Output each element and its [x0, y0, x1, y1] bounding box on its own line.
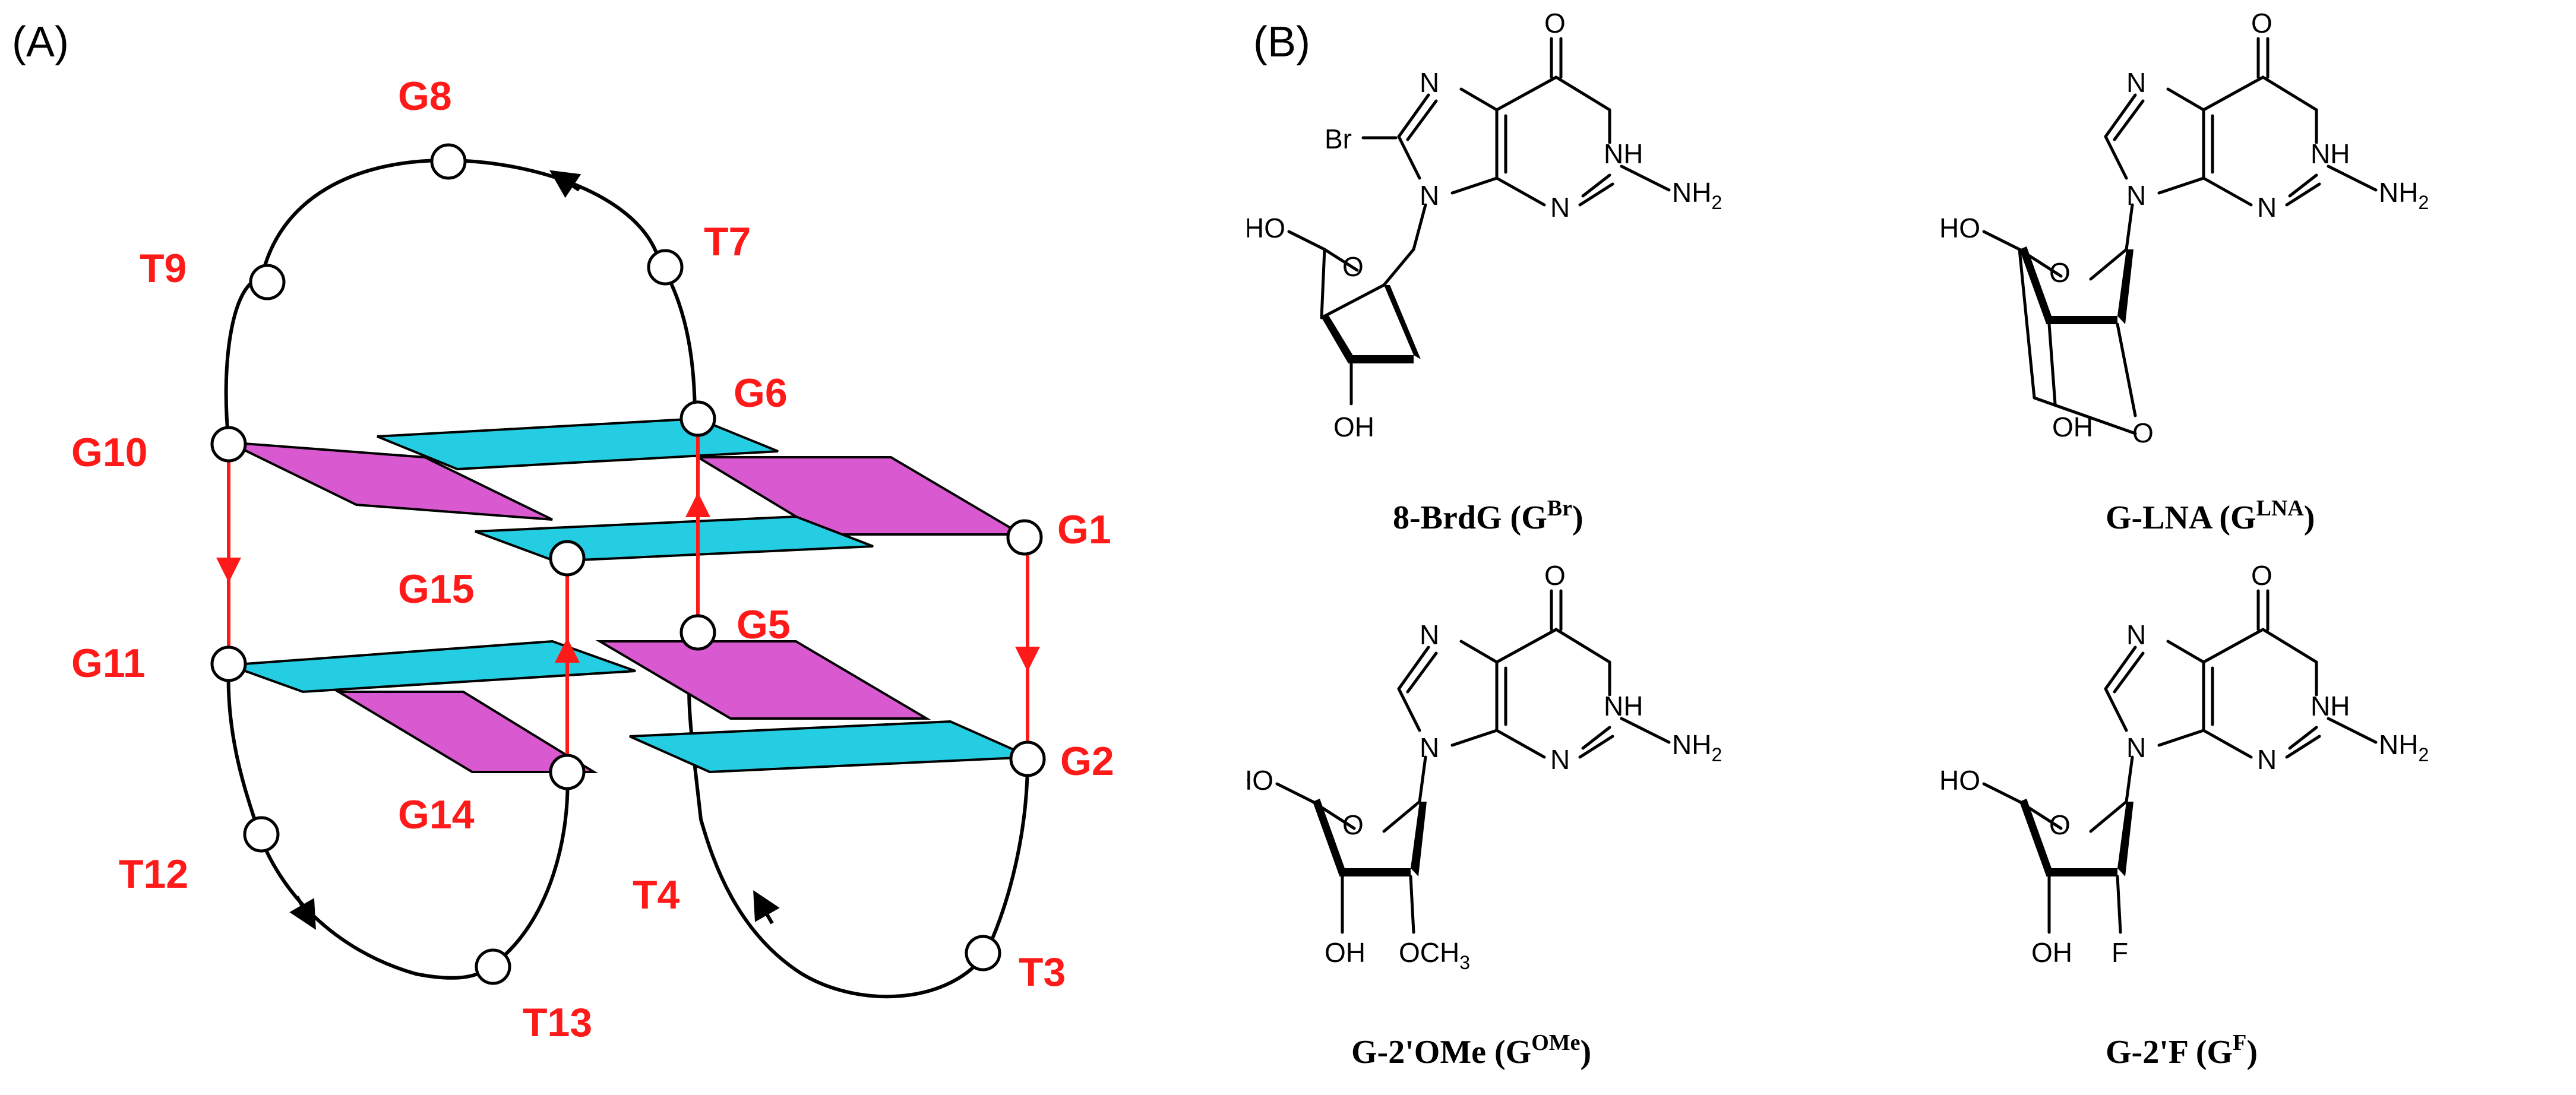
label-t9: T9	[140, 246, 187, 291]
svg-text:O: O	[2049, 809, 2071, 840]
label-g14: G14	[398, 792, 475, 837]
label-g10: G10	[71, 430, 148, 475]
svg-text:O: O	[1342, 809, 1364, 840]
label-g11: G11	[71, 641, 146, 686]
atom-n3: N	[1550, 192, 1570, 223]
caption-g-lna: G-LNA (GLNA)	[2106, 496, 2315, 536]
node-t3	[965, 935, 1001, 971]
label-t3: T3	[1019, 950, 1066, 995]
label-t13: T13	[523, 1000, 592, 1045]
atom-o: O	[1544, 8, 1566, 39]
svg-text:NH: NH	[2311, 138, 2350, 169]
label-g1: G1	[1057, 507, 1111, 552]
node-g8	[430, 143, 467, 180]
svg-text:HO: HO	[1939, 213, 1980, 243]
svg-text:NH2: NH2	[1672, 729, 1722, 765]
label-g8: G8	[398, 74, 452, 119]
panel-label-a: (A)	[12, 18, 69, 66]
panel-a-g-quadruplex-diagram: (A) G8 T7 T9 G6 G10 G1 G15 G5 G11 G2 G	[0, 0, 1247, 1095]
atom-nh: NH	[1604, 138, 1643, 169]
svg-text:N: N	[2126, 180, 2146, 211]
svg-text:OH: OH	[2052, 412, 2093, 442]
label-t12: T12	[119, 852, 188, 897]
node-g10	[210, 426, 247, 463]
svg-text:NH: NH	[2311, 691, 2350, 721]
top-loop-strand	[224, 158, 697, 443]
tetrad-plane-cyan-lower-left	[228, 640, 636, 694]
label-t7: T7	[704, 219, 751, 264]
node-g5	[679, 614, 716, 651]
label-t4: T4	[633, 872, 680, 917]
tetrad-plane-magenta-lower-right	[595, 640, 931, 720]
structure-8-brdg: O N NH N N NH2 Br O HO OH 8-BrdG (GBr)	[1247, 8, 1722, 536]
structure-g-lna: O N NH N N NH2 O HO OH O G-LNA (GLNA)	[1939, 8, 2429, 536]
atom-n9: N	[1420, 180, 1439, 211]
tetrad-plane-magenta-upper-left	[228, 441, 553, 521]
svg-text:OH: OH	[2031, 937, 2072, 968]
bottom-left-loop-strand	[226, 664, 570, 980]
svg-text:NH2: NH2	[2379, 177, 2429, 213]
atom-nh2: NH2	[1672, 177, 1722, 213]
structures-svg: (B) O N NH N N NH2 Br O HO OH 8-BrdG (GB…	[1247, 8, 2429, 1071]
svg-text:N: N	[2126, 732, 2146, 763]
structure-g-2-f: O N NH N N NH2 O HO OH F G-2'F (GF)	[1939, 560, 2429, 1071]
tetrad-plane-cyan-upper-front	[475, 515, 874, 563]
node-t13	[475, 948, 511, 985]
node-g15	[549, 540, 586, 577]
atom-bridge-o: O	[2132, 417, 2154, 448]
label-g2: G2	[1060, 739, 1114, 784]
top-loop-arrow	[549, 170, 581, 198]
node-g1	[1006, 519, 1043, 556]
atom-ho: HO	[1247, 213, 1285, 243]
svg-text:HO: HO	[1247, 765, 1273, 796]
node-g14	[549, 754, 586, 790]
svg-text:HO: HO	[1939, 765, 1980, 796]
atom-oh: OH	[1333, 412, 1374, 442]
atom-f: F	[2112, 937, 2128, 968]
structure-g-2-ome: O N NH N N NH2 O HO OH OCH3 G-2'OMe (GOM…	[1247, 560, 1722, 1071]
label-g6: G6	[734, 371, 788, 416]
svg-text:N: N	[1550, 744, 1570, 775]
svg-text:OH: OH	[1325, 937, 1366, 968]
atom-och3: OCH3	[1399, 937, 1470, 973]
atom-br: Br	[1325, 124, 1352, 154]
label-g5: G5	[737, 602, 791, 647]
label-g15: G15	[398, 567, 475, 612]
svg-text:N: N	[2126, 619, 2146, 650]
svg-text:N: N	[1420, 732, 1439, 763]
svg-text:N: N	[1420, 619, 1439, 650]
caption-8-brdg: 8-BrdG (GBr)	[1393, 496, 1583, 536]
node-g6	[679, 400, 716, 437]
tetrad-plane-magenta-lower-front	[334, 691, 599, 773]
panel-b-modified-nucleosides: (B) O N NH N N NH2 Br O HO OH 8-BrdG (GB…	[1247, 0, 2576, 1095]
caption-g-2-f: G-2'F (GF)	[2106, 1030, 2258, 1071]
svg-text:O: O	[2251, 8, 2272, 39]
svg-text:N: N	[2257, 192, 2277, 223]
node-g11	[210, 645, 247, 682]
svg-text:O: O	[2251, 560, 2272, 591]
caption-g-2-ome: G-2'OMe (GOMe)	[1351, 1030, 1591, 1071]
svg-text:NH2: NH2	[2379, 729, 2429, 765]
svg-text:N: N	[2126, 67, 2146, 98]
svg-text:O: O	[1544, 560, 1566, 591]
atom-ring-o: O	[1342, 251, 1364, 282]
tetrad-plane-cyan-upper-back	[377, 417, 779, 471]
bottom-right-loop-arrow	[753, 890, 780, 925]
atom-n7: N	[1420, 67, 1439, 98]
bottom-left-loop-arrow	[289, 895, 316, 930]
node-t9	[249, 264, 286, 300]
node-g2	[1009, 740, 1046, 777]
node-t12	[243, 816, 280, 853]
quadruplex-svg: (A) G8 T7 T9 G6 G10 G1 G15 G5 G11 G2 G	[12, 18, 1114, 1045]
svg-text:NH: NH	[1604, 691, 1643, 721]
svg-text:N: N	[2257, 744, 2277, 775]
panel-label-b: (B)	[1253, 18, 1310, 66]
svg-text:O: O	[2049, 257, 2071, 288]
node-t7	[647, 249, 684, 286]
